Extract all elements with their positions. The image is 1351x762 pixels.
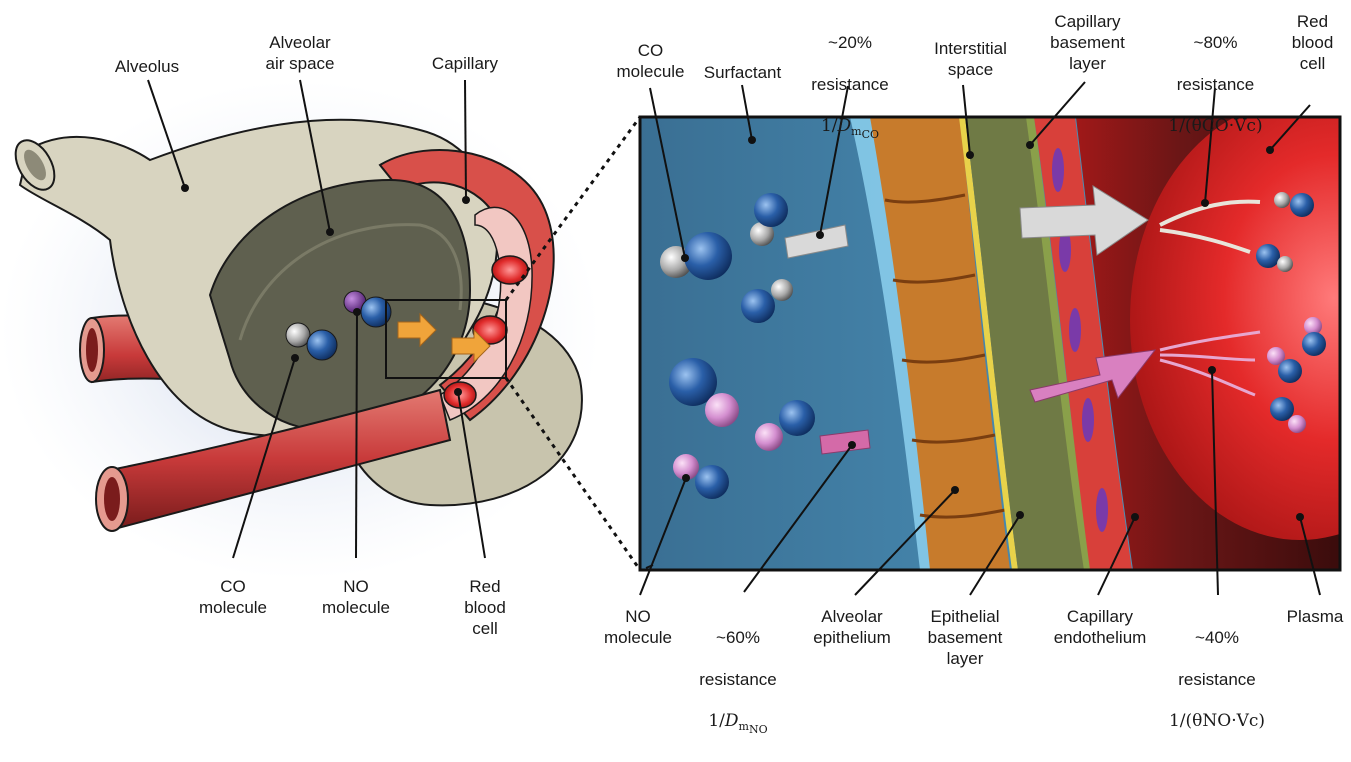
label-no-blood-resistance: ~40% resistance 1/(θNO·Vc) xyxy=(1158,606,1276,753)
no-membrane-formula: 1/DmNO xyxy=(683,711,793,741)
no-mol-oxygen-3 xyxy=(695,465,729,499)
no-mol-nitrogen-1 xyxy=(705,393,739,427)
co-membrane-formula: 1/DmCO xyxy=(795,116,905,146)
label-surfactant: Surfactant xyxy=(690,62,795,83)
label-alveolar-air-space: Alveolar air space xyxy=(245,32,355,74)
co-mol-oxygen-1 xyxy=(684,232,732,280)
rbc-no-o-3 xyxy=(1270,397,1294,421)
label-red-blood-cell-right: Red blood cell xyxy=(1280,11,1345,74)
no-blood-word: resistance xyxy=(1158,669,1276,690)
left-vessel-lumen xyxy=(86,328,98,372)
co-blood-pct: ~80% xyxy=(1158,32,1273,53)
no-mol-nitrogen-2 xyxy=(755,423,783,451)
label-alveolus: Alveolus xyxy=(92,56,202,77)
no-membrane-word: resistance xyxy=(683,669,793,690)
rbc-co-oxygen-2 xyxy=(1256,244,1280,268)
rbc-no-o-1 xyxy=(1302,332,1326,356)
co-mol-oxygen-5 xyxy=(779,400,815,436)
label-interstitial-space: Interstitial space xyxy=(913,38,1028,80)
rbc-co-carbon-2 xyxy=(1277,256,1293,272)
no-membrane-pct: ~60% xyxy=(683,627,793,648)
co-membrane-pct: ~20% xyxy=(795,32,905,53)
label-capillary-basement-layer: Capillary basement layer xyxy=(1040,11,1135,74)
endothelial-nucleus-5 xyxy=(1096,488,1108,532)
rbc-co-carbon-1 xyxy=(1274,192,1290,208)
label-no-membrane-resistance: ~60% resistance 1/DmNO xyxy=(683,606,793,762)
label-co-molecule-left: CO molecule xyxy=(183,576,283,618)
label-capillary-endothelium: Capillary endothelium xyxy=(1040,606,1160,648)
co-mol-carbon-3 xyxy=(771,279,793,301)
endothelial-nucleus-3 xyxy=(1069,308,1081,352)
label-red-blood-cell-left: Red blood cell xyxy=(450,576,520,639)
endothelial-nucleus-4 xyxy=(1082,398,1094,442)
co-blood-word: resistance xyxy=(1158,74,1273,95)
rbc-no-o-2 xyxy=(1278,359,1302,383)
co-molecule-oxygen xyxy=(307,330,337,360)
no-blood-formula: 1/(θNO·Vc) xyxy=(1158,711,1276,732)
label-no-molecule-left: NO molecule xyxy=(306,576,406,618)
label-co-membrane-resistance: ~20% resistance 1/DmCO xyxy=(795,11,905,167)
label-capillary: Capillary xyxy=(415,53,515,74)
co-mol-oxygen-3 xyxy=(741,289,775,323)
magnified-panel xyxy=(640,100,1351,570)
rbc-cut-1 xyxy=(492,256,528,284)
bottom-vessel-lumen xyxy=(104,477,120,521)
no-blood-pct: ~40% xyxy=(1158,627,1276,648)
co-blood-formula: 1/(θCO·Vc) xyxy=(1158,116,1273,137)
label-alveolar-epithelium: Alveolar epithelium xyxy=(797,606,907,648)
co-molecule-carbon xyxy=(286,323,310,347)
rbc-no-3 xyxy=(1288,415,1306,433)
label-plasma: Plasma xyxy=(1282,606,1348,627)
label-epithelial-basement-layer: Epithelial basement layer xyxy=(910,606,1020,669)
label-blood-resistance-co: ~80% resistance 1/(θCO·Vc) xyxy=(1158,11,1273,158)
label-no-molecule-right: NO molecule xyxy=(583,606,693,648)
co-membrane-word: resistance xyxy=(795,74,905,95)
co-mol-oxygen-2 xyxy=(754,193,788,227)
endothelial-nucleus-1 xyxy=(1052,148,1064,192)
rbc-co-oxygen-1 xyxy=(1290,193,1314,217)
label-co-molecule-right: CO molecule xyxy=(598,40,703,82)
